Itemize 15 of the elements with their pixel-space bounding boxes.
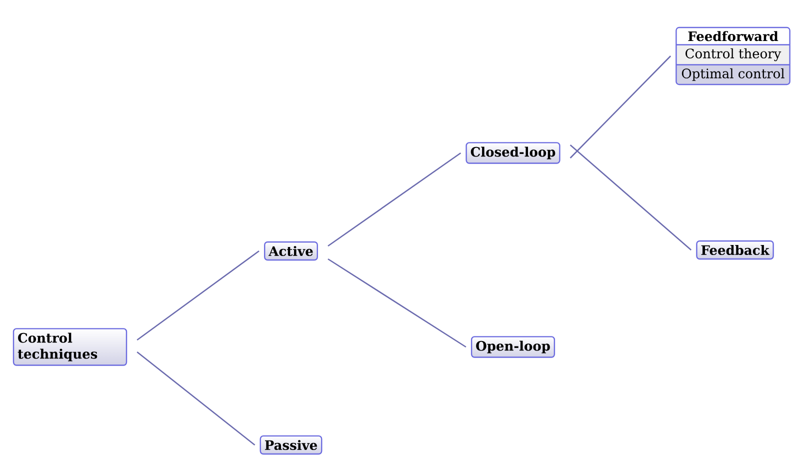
node-label: Optimal control bbox=[682, 68, 784, 81]
node-box: Closed-loop bbox=[466, 142, 560, 164]
split-box: Feedforward Control theory Optimal control bbox=[676, 26, 790, 86]
node-box: Passive bbox=[260, 435, 322, 455]
node-label: Feedforward bbox=[688, 31, 778, 42]
connector-line bbox=[136, 250, 260, 341]
connector-line bbox=[328, 258, 466, 348]
node-box: Feedback bbox=[696, 240, 774, 260]
node-box: Control techniques bbox=[12, 328, 128, 366]
node-box: Open-loop bbox=[470, 336, 556, 358]
connector-line bbox=[136, 351, 256, 446]
connector-line bbox=[328, 152, 462, 247]
connector-line bbox=[570, 144, 692, 250]
node-box: Active bbox=[264, 241, 318, 261]
connector-line bbox=[570, 56, 672, 158]
